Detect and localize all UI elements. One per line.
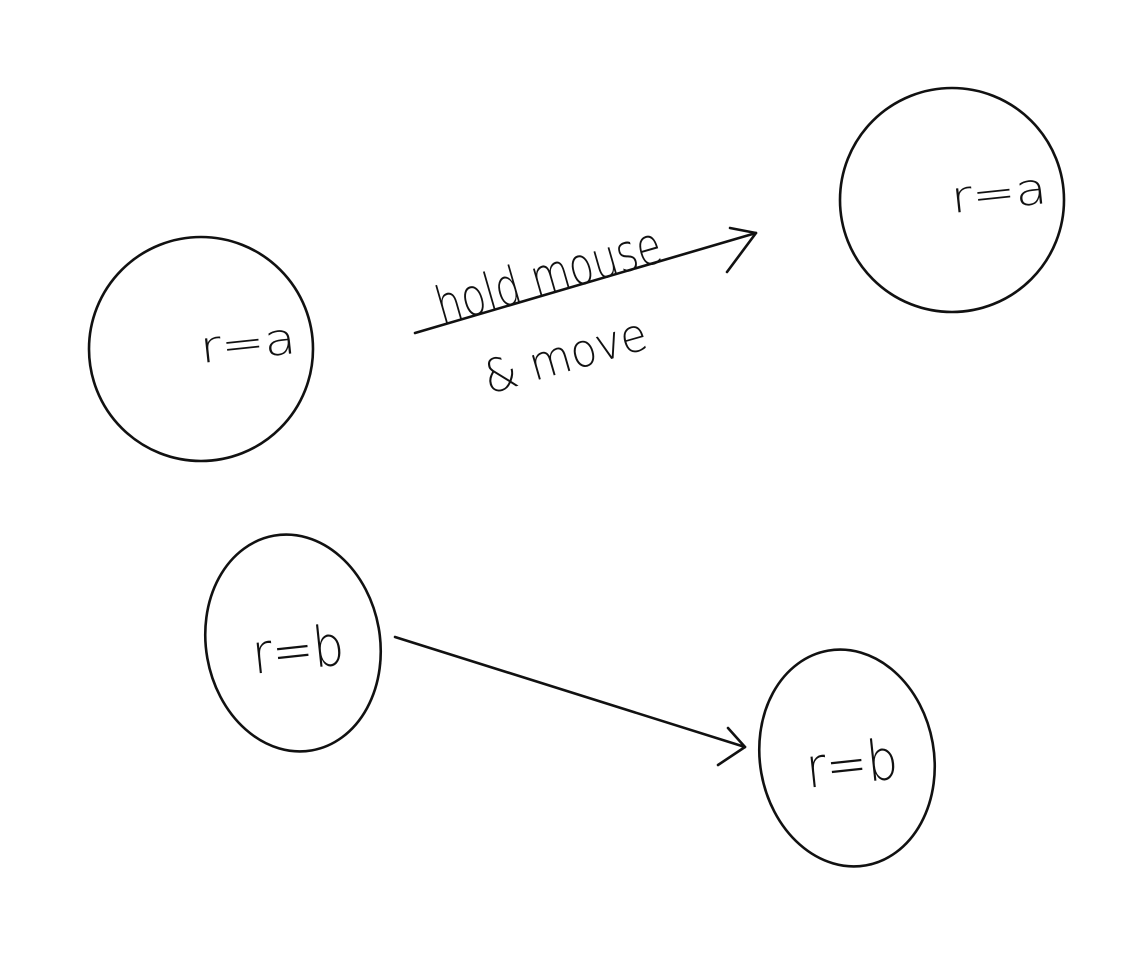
circle-after-a: r=a (838, 86, 1066, 314)
circle-before-a-label: r=a (197, 313, 298, 374)
circle-before-a-outline (87, 235, 315, 463)
move-arrow (393, 635, 747, 767)
circle-after-b-outline (757, 648, 937, 868)
move-arrow-line (393, 635, 747, 749)
drag-arrow: hold mouse & move (413, 216, 758, 405)
move-arrow-head (716, 726, 747, 767)
circle-before-a: r=a (87, 235, 315, 463)
circle-after-a-label: r=a (948, 163, 1049, 224)
circle-after-b: r=b (757, 648, 937, 868)
circle-before-b-outline (203, 533, 383, 753)
circle-before-b-label: r=b (249, 613, 347, 687)
circle-after-b-label: r=b (803, 727, 901, 801)
circle-before-b: r=b (203, 533, 383, 753)
drag-arrow-line (413, 231, 758, 335)
circle-after-a-outline (838, 86, 1066, 314)
drag-arrow-head (725, 226, 758, 274)
drag-arrow-label-below: & move (477, 306, 653, 404)
